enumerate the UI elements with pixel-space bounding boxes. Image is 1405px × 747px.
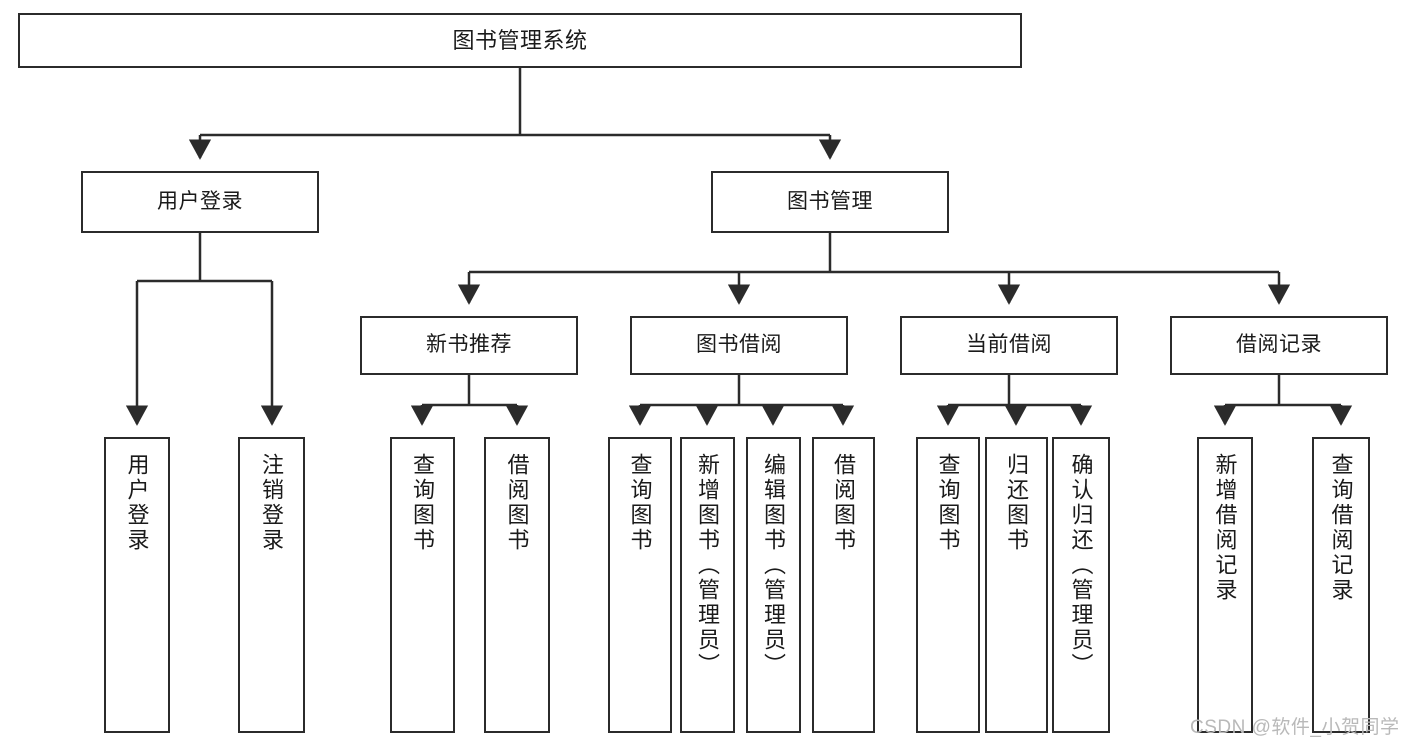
node-label: 图书借阅 — [696, 333, 782, 357]
node-leaf-add-borrow-record[interactable]: 新增借阅记录 — [1197, 437, 1253, 733]
node-leaf-edit-book-admin[interactable]: 编辑图书（管理员） — [746, 437, 801, 733]
node-label: 确认归还（管理员） — [1068, 453, 1094, 678]
node-label: 查询图书 — [935, 453, 961, 553]
node-label: 编辑图书（管理员） — [761, 453, 787, 678]
node-label: 归还图书 — [1004, 453, 1030, 553]
node-current-borrow[interactable]: 当前借阅 — [900, 316, 1118, 375]
node-label: 图书管理 — [787, 189, 873, 213]
node-leaf-query-book-1[interactable]: 查询图书 — [390, 437, 455, 733]
node-label: 注销登录 — [259, 453, 285, 553]
node-system-root[interactable]: 图书管理系统 — [18, 13, 1022, 68]
node-label: 用户登录 — [157, 189, 243, 213]
node-leaf-return-book[interactable]: 归还图书 — [985, 437, 1048, 733]
node-label: 新书推荐 — [426, 333, 512, 357]
node-book-borrow[interactable]: 图书借阅 — [630, 316, 848, 375]
node-leaf-query-book-3[interactable]: 查询图书 — [916, 437, 980, 733]
node-label: 查询图书 — [627, 453, 653, 553]
node-label: 借阅记录 — [1236, 333, 1322, 357]
node-label: 借阅图书 — [831, 453, 857, 553]
node-book-management[interactable]: 图书管理 — [711, 171, 949, 233]
node-label: 查询图书 — [410, 453, 436, 553]
node-label: 用户登录 — [124, 453, 150, 553]
node-leaf-user-login[interactable]: 用户登录 — [104, 437, 170, 733]
node-leaf-borrow-book-2[interactable]: 借阅图书 — [812, 437, 875, 733]
node-leaf-confirm-return-admin[interactable]: 确认归还（管理员） — [1052, 437, 1110, 733]
node-label: 图书管理系统 — [452, 27, 588, 53]
node-leaf-query-borrow-record[interactable]: 查询借阅记录 — [1312, 437, 1370, 733]
node-new-book-recommend[interactable]: 新书推荐 — [360, 316, 578, 375]
node-label: 当前借阅 — [966, 333, 1052, 357]
node-leaf-query-book-2[interactable]: 查询图书 — [608, 437, 672, 733]
node-label: 新增图书（管理员） — [695, 453, 721, 678]
node-label: 借阅图书 — [504, 453, 530, 553]
node-borrow-record[interactable]: 借阅记录 — [1170, 316, 1388, 375]
node-label: 新增借阅记录 — [1212, 453, 1238, 603]
node-leaf-add-book-admin[interactable]: 新增图书（管理员） — [680, 437, 735, 733]
node-user-login[interactable]: 用户登录 — [81, 171, 319, 233]
node-leaf-logout-login[interactable]: 注销登录 — [238, 437, 305, 733]
node-label: 查询借阅记录 — [1328, 453, 1354, 603]
node-leaf-borrow-book-1[interactable]: 借阅图书 — [484, 437, 550, 733]
csdn-watermark: CSDN @软件_小贺同学 — [1190, 717, 1400, 738]
